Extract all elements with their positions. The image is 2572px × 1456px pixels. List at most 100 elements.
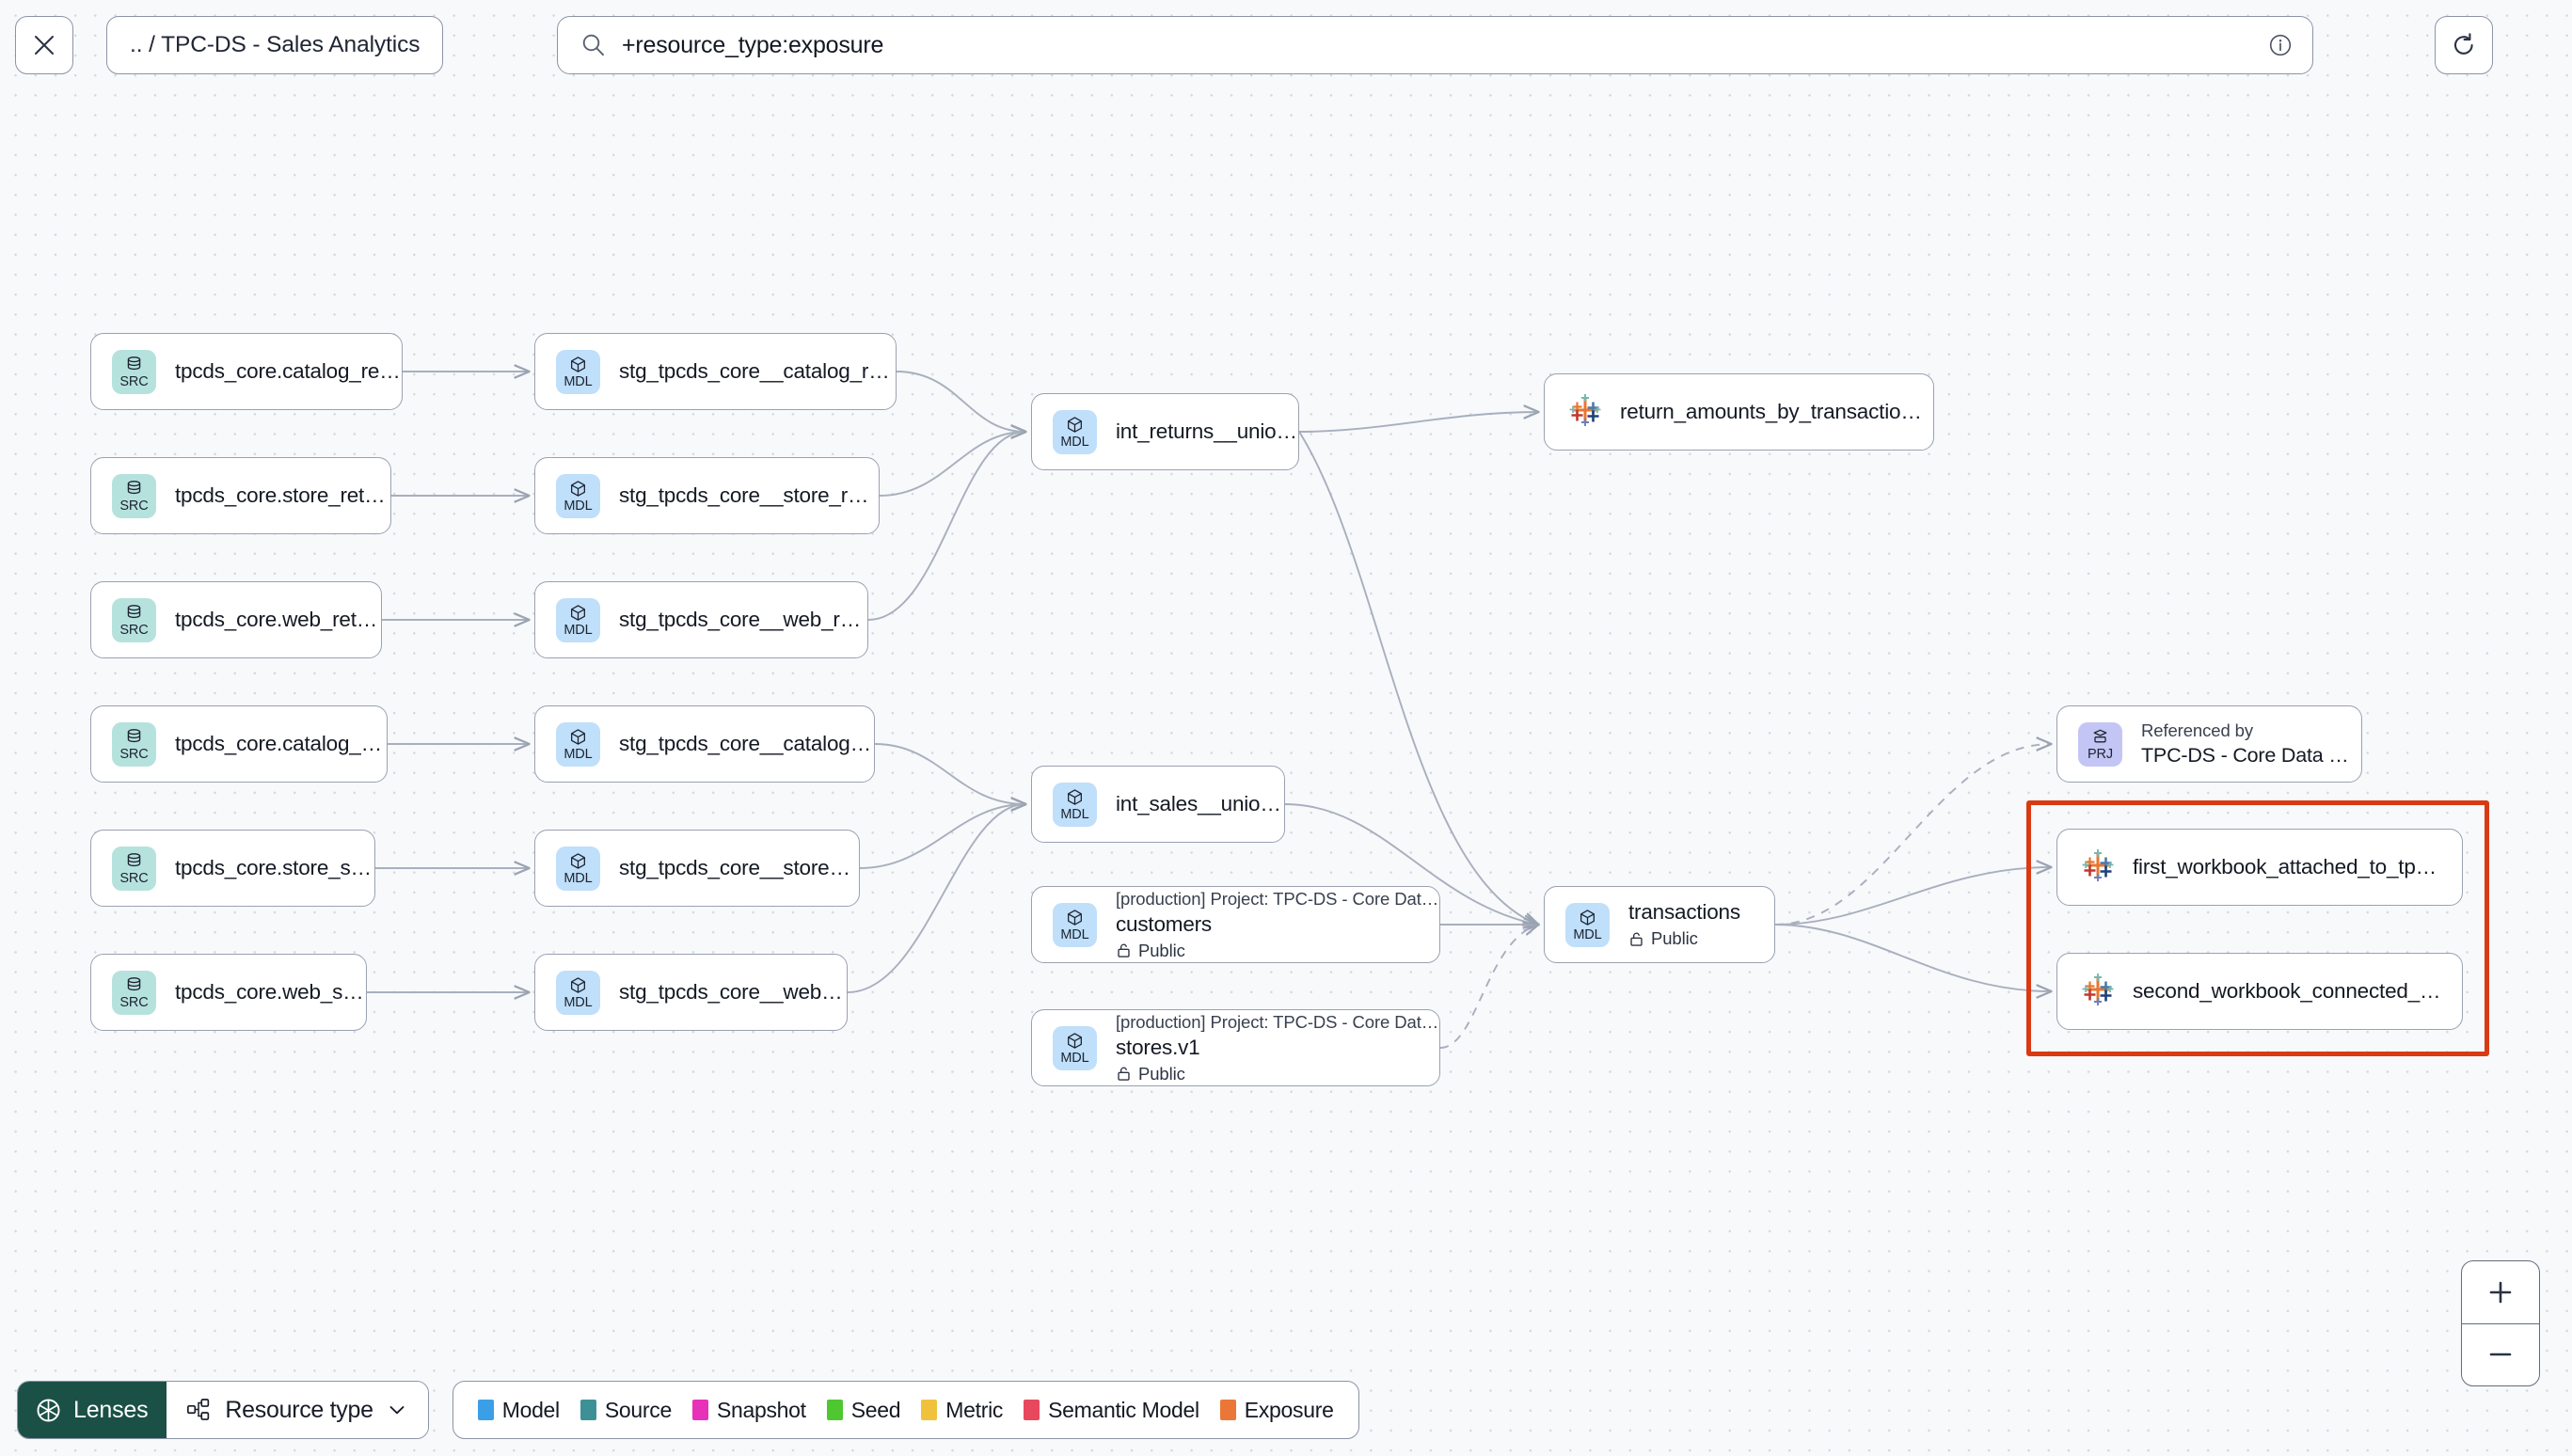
- mdl-badge-label: MDL: [564, 623, 593, 639]
- node-source-store-returns[interactable]: SRC tpcds_core.store_returns: [90, 457, 391, 534]
- cube-icon: [1066, 1032, 1084, 1050]
- node-model-customers[interactable]: MDL [production] Project: TPC-DS - Core …: [1031, 886, 1440, 963]
- node-title: tpcds_core.catalog_returns: [175, 359, 402, 383]
- unlock-icon: [1118, 1067, 1130, 1081]
- node-source-web-sales[interactable]: SRC tpcds_core.web_sales: [90, 954, 367, 1031]
- node-access: Public: [1116, 1064, 1439, 1084]
- search-query-text: +resource_type:exposure: [622, 31, 884, 58]
- node-title: tpcds_core.web_sales: [175, 980, 366, 1004]
- plus-icon: [2489, 1281, 2512, 1304]
- mdl-badge: MDL: [556, 597, 600, 642]
- legend-swatch: [579, 1400, 596, 1420]
- legend-item-snapshot: Snapshot: [691, 1397, 806, 1423]
- node-access-label: Public: [1138, 940, 1185, 960]
- zoom-out-button[interactable]: [2462, 1324, 2539, 1386]
- prj-badge: PRJ: [2078, 721, 2122, 767]
- node-title: int_returns__unioned: [1116, 419, 1298, 443]
- src-badge-label: SRC: [119, 747, 149, 763]
- node-title: stg_tpcds_core__catalog_sales: [619, 732, 874, 755]
- legend-label: Seed: [850, 1397, 901, 1422]
- node-title: tpcds_core.web_returns: [175, 608, 381, 631]
- node-model-stg-web-returns[interactable]: MDL stg_tpcds_core__web_returns: [534, 581, 868, 658]
- node-referenced-by-label: Referenced by: [2141, 720, 2254, 740]
- mdl-badge: MDL: [1053, 782, 1097, 827]
- node-project-referenced-by[interactable]: PRJ Referenced by TPC-DS - Core Data Mod…: [2056, 705, 2362, 783]
- node-model-stg-store-returns[interactable]: MDL stg_tpcds_core__store_returns: [534, 457, 880, 534]
- src-badge-label: SRC: [119, 871, 149, 887]
- close-button[interactable]: [15, 16, 73, 74]
- mdl-badge-label: MDL: [564, 871, 593, 887]
- legend-swatch: [1024, 1400, 1040, 1420]
- src-badge-label: SRC: [119, 623, 149, 639]
- search-icon: [580, 32, 607, 58]
- mdl-badge-label: MDL: [564, 499, 593, 514]
- unlock-icon: [1630, 932, 1643, 946]
- node-model-stores-v1[interactable]: MDL [production] Project: TPC-DS - Core …: [1031, 1009, 1440, 1086]
- src-badge: SRC: [112, 473, 156, 518]
- legend-item-exposure: Exposure: [1219, 1398, 1334, 1423]
- node-title: stg_tpcds_core__store_returns: [619, 483, 879, 507]
- node-title: stg_tpcds_core__web_sales: [619, 980, 847, 1004]
- refresh-button[interactable]: [2435, 16, 2493, 74]
- node-model-transactions[interactable]: MDL transactions Public: [1544, 886, 1775, 963]
- refresh-icon: [2454, 33, 2473, 55]
- node-model-stg-catalog-sales[interactable]: MDL stg_tpcds_core__catalog_sales: [534, 705, 875, 783]
- lenses-button[interactable]: Lenses: [18, 1382, 167, 1438]
- node-model-stg-store-sales[interactable]: MDL stg_tpcds_core__store_sales: [534, 830, 860, 907]
- node-exposure-return-amounts[interactable]: return_amounts_by_transaction_type: [1544, 373, 1934, 451]
- project-icon: [2091, 728, 2109, 746]
- breadcrumb[interactable]: .. / TPC-DS - Sales Analytics: [106, 16, 444, 74]
- legend-label: Snapshot: [716, 1397, 806, 1422]
- legend-swatch: [1219, 1400, 1236, 1420]
- node-title: tpcds_core.catalog_sales: [175, 732, 387, 755]
- node-project-subtitle: [production] Project: TPC-DS - Core Data…: [1116, 1011, 1439, 1032]
- database-icon: [125, 356, 143, 373]
- node-source-store-sales[interactable]: SRC tpcds_core.store_sales: [90, 830, 375, 907]
- legend-item-metric: Metric: [921, 1398, 1003, 1423]
- node-source-web-returns[interactable]: SRC tpcds_core.web_returns: [90, 581, 382, 658]
- node-model-int-sales-unioned[interactable]: MDL int_sales__unioned: [1031, 766, 1285, 843]
- node-model-int-returns-unioned[interactable]: MDL int_returns__unioned: [1031, 393, 1299, 470]
- mdl-badge-label: MDL: [1573, 927, 1602, 943]
- cube-icon: [1066, 909, 1084, 926]
- node-title: second_workbook_connected_to_live…: [2133, 979, 2443, 1003]
- node-exposure-first-workbook[interactable]: first_workbook_attached_to_tpc-ds_-_…: [2056, 829, 2463, 906]
- resource-type-legend: Model Source Snapshot Seed Metric Semant…: [452, 1381, 1359, 1439]
- cube-icon: [1579, 909, 1596, 926]
- mdl-badge-label: MDL: [1060, 435, 1089, 451]
- zoom-in-button[interactable]: [2462, 1261, 2539, 1324]
- src-badge: SRC: [112, 970, 156, 1015]
- node-model-stg-catalog-returns[interactable]: MDL stg_tpcds_core__catalog_returns: [534, 333, 897, 410]
- legend-item-seed: Seed: [826, 1397, 901, 1423]
- node-title: int_sales__unioned: [1116, 792, 1284, 815]
- mdl-badge: MDL: [556, 473, 600, 518]
- close-icon: [35, 36, 54, 55]
- mdl-badge: MDL: [556, 349, 600, 394]
- node-access-label: Public: [1651, 928, 1698, 948]
- node-access: Public: [1116, 941, 1439, 961]
- mdl-badge-label: MDL: [564, 995, 593, 1011]
- node-source-catalog-returns[interactable]: SRC tpcds_core.catalog_returns: [90, 333, 403, 410]
- database-icon: [125, 604, 143, 622]
- database-icon: [125, 976, 143, 994]
- node-exposure-second-workbook[interactable]: second_workbook_connected_to_live…: [2056, 953, 2463, 1030]
- node-title: TPC-DS - Core Data Models: [2141, 744, 2361, 767]
- cube-icon: [1066, 788, 1084, 806]
- cube-icon: [569, 356, 587, 373]
- cube-icon: [569, 852, 587, 870]
- minus-icon: [2489, 1353, 2512, 1356]
- node-title: tpcds_core.store_returns: [175, 483, 390, 507]
- src-badge-label: SRC: [119, 499, 149, 514]
- node-source-catalog-sales[interactable]: SRC tpcds_core.catalog_sales: [90, 705, 388, 783]
- node-model-stg-web-sales[interactable]: MDL stg_tpcds_core__web_sales: [534, 954, 848, 1031]
- resource-type-dropdown[interactable]: Resource type: [167, 1382, 428, 1438]
- legend-item-source: Source: [579, 1398, 672, 1423]
- node-access-label: Public: [1138, 1063, 1185, 1084]
- database-icon: [125, 852, 143, 870]
- mdl-badge: MDL: [556, 846, 600, 891]
- node-title: stg_tpcds_core__web_returns: [619, 608, 867, 631]
- lens-control-group: Lenses Resource type: [17, 1381, 429, 1439]
- search-input[interactable]: +resource_type:exposure: [557, 16, 2313, 74]
- info-icon[interactable]: [2267, 32, 2294, 58]
